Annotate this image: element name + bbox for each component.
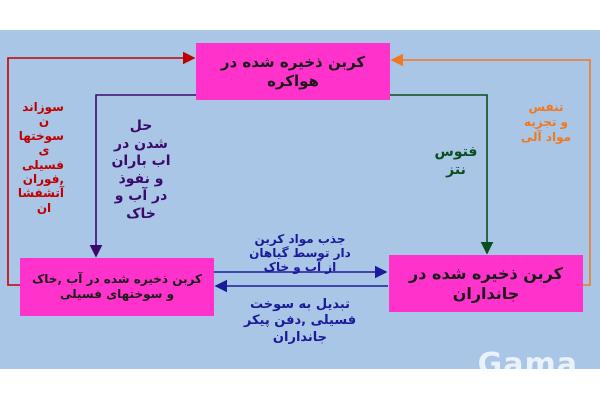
living-carbon-box: کربن ذخیره شده در جانداران <box>389 255 583 312</box>
dissolution-label: حل شدن در اب باران و نفوذ در آب و خاک <box>111 118 171 222</box>
photosynthesis-arrow <box>390 94 494 255</box>
combustion-arrow <box>7 51 196 286</box>
photosynthesis-label: فتوس نتز <box>434 144 478 178</box>
conversion-label: تبدیل به سوخت فسیلی ,دفن پیکر جانداران <box>243 297 357 345</box>
gama-watermark-logo: Gama <box>477 347 578 382</box>
absorption-label: جذب مواد کربن دار توسط گیاهان از آب و خا… <box>249 232 351 274</box>
combustion-label: سوزاند ن سوختها ی فسیلی ,فوران آتشفشا ان <box>17 100 64 215</box>
respiration-label: تنفس و تجزیه مواد آلی <box>520 100 572 144</box>
earth-carbon-box: کربن ذخیره شده در آب ,خاک و سوختهای فسیل… <box>20 258 214 316</box>
dissolution-arrow <box>89 94 196 258</box>
air-carbon-box: کربن ذخیره شده در هواکره <box>196 43 390 100</box>
respiration-arrow <box>390 53 591 286</box>
